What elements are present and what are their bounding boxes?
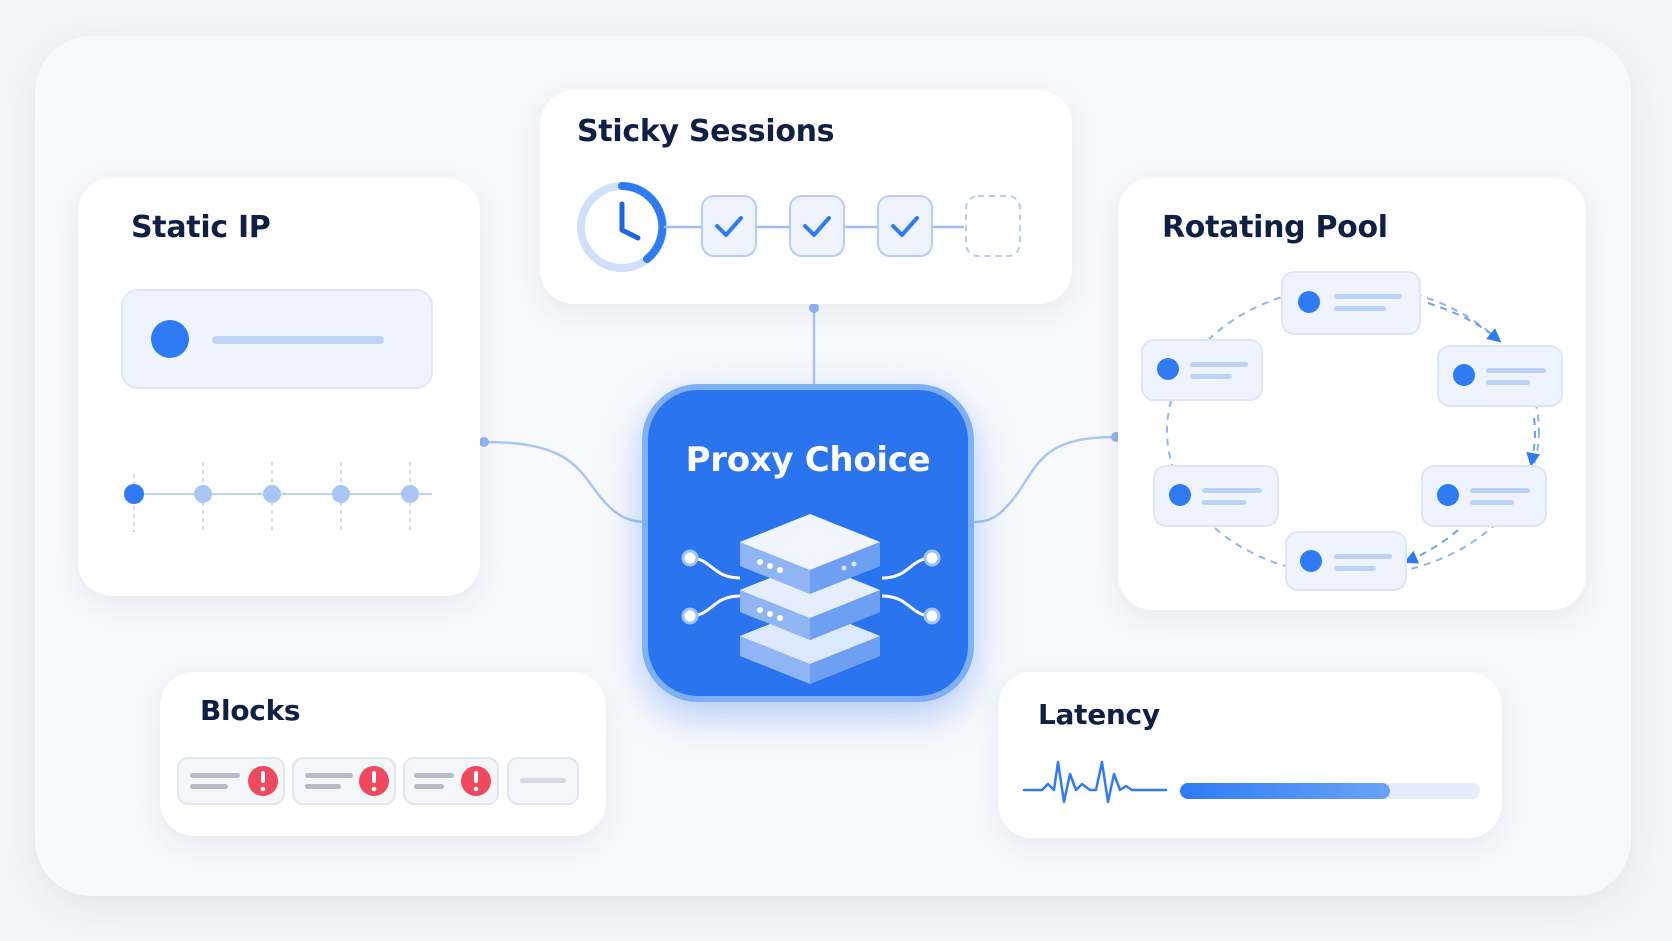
static-ip-title: Static IP xyxy=(131,210,271,245)
request-slot-empty xyxy=(507,757,579,805)
session-step-2 xyxy=(789,195,845,257)
sticky-sessions-title: Sticky Sessions xyxy=(577,114,835,149)
connector-static-ip xyxy=(483,440,649,524)
heartbeat-icon xyxy=(1022,760,1168,804)
rotating-pool-card: Rotating Pool xyxy=(1118,178,1586,610)
blocked-request-1 xyxy=(177,757,285,805)
latency-card: Latency xyxy=(998,672,1502,838)
blocks-graphic xyxy=(177,757,579,805)
static-ip-graphic xyxy=(121,289,433,532)
static-ip-card: Static IP xyxy=(78,178,480,596)
connector-rotating xyxy=(971,435,1117,524)
rotating-pool-title: Rotating Pool xyxy=(1162,210,1388,245)
connector-node-static-ip xyxy=(479,437,489,447)
exclamation-icon xyxy=(248,766,278,796)
pool-node-lower-right xyxy=(1421,465,1547,527)
latency-graphic xyxy=(1022,760,1480,804)
exclamation-icon xyxy=(359,766,389,796)
proxy-choice-hub: Proxy Choice xyxy=(642,384,974,702)
ip-dot-icon xyxy=(151,320,189,358)
blocked-request-3 xyxy=(403,757,499,805)
blocks-title: Blocks xyxy=(200,694,301,727)
sticky-sessions-card: Sticky Sessions xyxy=(540,90,1072,304)
hub-title: Proxy Choice xyxy=(685,440,931,480)
pool-node-bottom xyxy=(1285,531,1407,591)
pool-node-lower-left xyxy=(1153,465,1279,527)
ip-timeline xyxy=(124,462,432,532)
session-step-4-pending xyxy=(965,195,1021,257)
exclamation-icon xyxy=(461,766,491,796)
pool-node-top xyxy=(1281,271,1421,335)
latency-title: Latency xyxy=(1038,698,1160,731)
latency-bar-fill xyxy=(1180,783,1390,799)
sticky-sessions-graphic xyxy=(577,182,1021,272)
ip-address-row xyxy=(121,289,433,389)
connector-node-sticky xyxy=(809,303,819,313)
session-step-3 xyxy=(877,195,933,257)
session-step-1 xyxy=(701,195,757,257)
rotating-pool-graphic xyxy=(1141,271,1563,591)
pool-node-right xyxy=(1437,345,1563,407)
server-stack-icon xyxy=(681,514,941,684)
blocked-request-2 xyxy=(292,757,396,805)
server-layer-1 xyxy=(740,514,880,594)
blocks-card: Blocks xyxy=(160,672,606,836)
clock-icon xyxy=(577,182,667,272)
pool-node-left xyxy=(1141,339,1263,401)
